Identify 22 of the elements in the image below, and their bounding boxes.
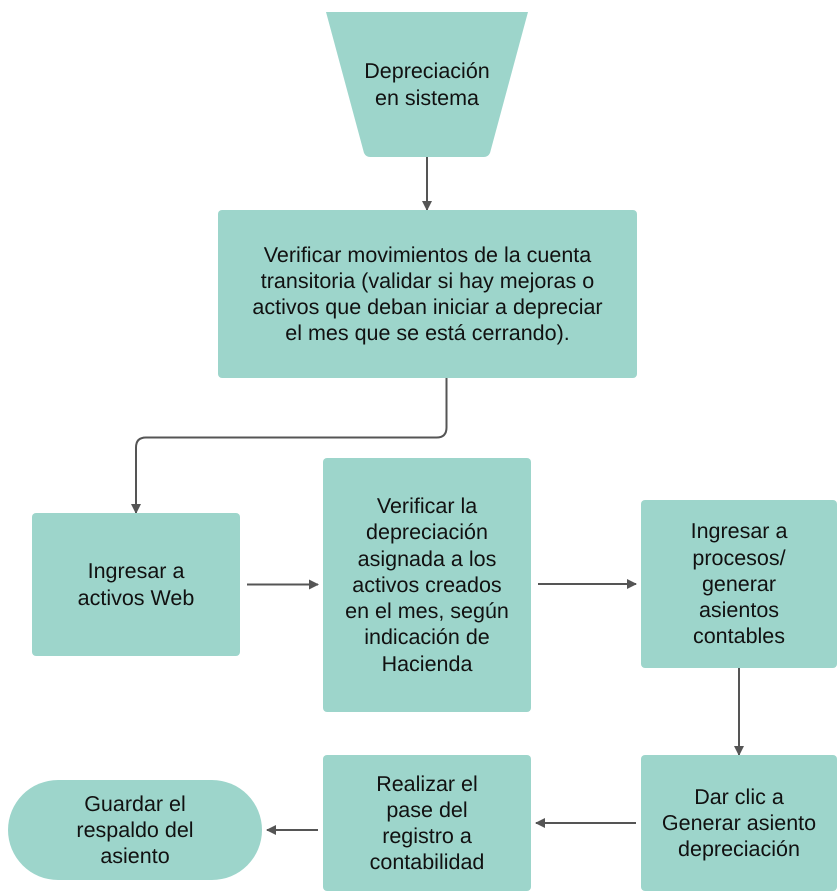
process-box — [323, 458, 531, 712]
arrow — [538, 579, 637, 589]
process-box — [218, 210, 637, 378]
arrow — [734, 668, 744, 756]
node-text: Verificar movimientos de la cuenta transitoria (validar si hay mejoras o activos que deban iniciar a depreciar el mes que se está cerrando). — [251, 242, 604, 346]
arrow — [247, 580, 319, 590]
node-text: Ingresar a procesos/ generar asientos contables — [690, 518, 788, 650]
node-text: Guardar el respaldo del asiento — [75, 790, 195, 870]
arrow — [535, 818, 636, 828]
arrow — [422, 157, 432, 211]
process-box — [641, 755, 837, 891]
arrow — [266, 825, 318, 835]
terminator-trapezoid — [326, 12, 528, 157]
process-box — [32, 513, 240, 656]
process-box — [641, 500, 837, 668]
node-text: Depreciación en sistema — [363, 58, 491, 111]
node-text: Realizar el pase del registro a contabilidad — [368, 770, 486, 876]
arrow — [131, 378, 448, 514]
node-text: Dar clic a Generar asiento depreciación — [660, 784, 818, 862]
process-box — [323, 755, 531, 891]
node-text: Ingresar a activos Web — [76, 558, 196, 611]
node-text: Verificar la depreciación asignada a los activos creados en el mes, según indicación de Hacienda — [344, 493, 510, 677]
